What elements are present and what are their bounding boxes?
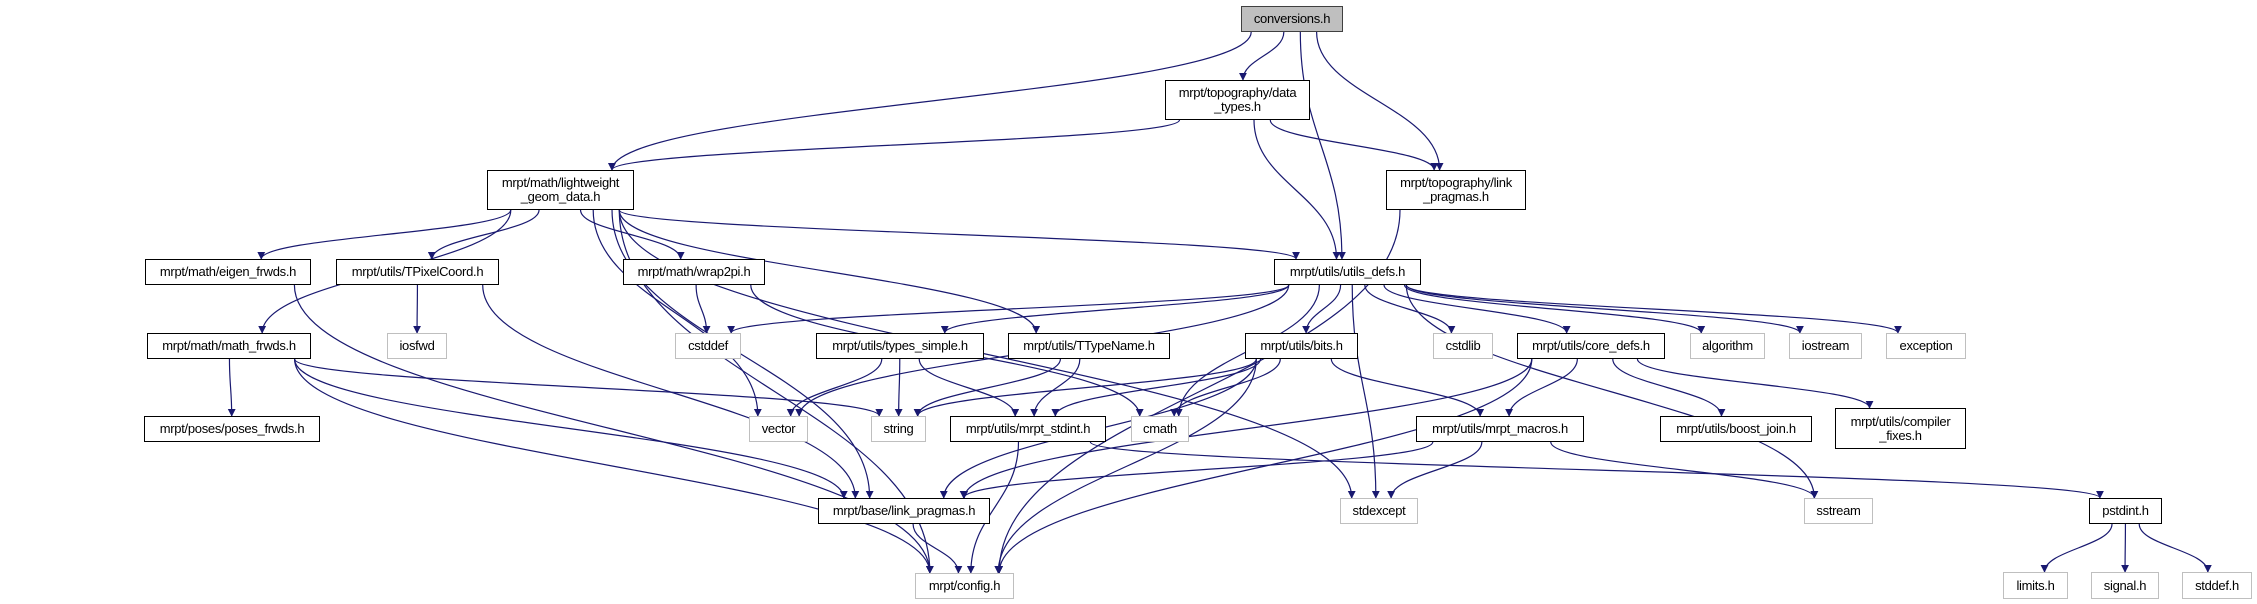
edge-bits-to-cmath	[1170, 358, 1281, 417]
node-base-link[interactable]: mrpt/base/link_pragmas.h	[818, 498, 990, 524]
node-iosfwd: iosfwd	[387, 333, 447, 359]
edge-pstdint-to-stddef	[2138, 523, 2212, 573]
node-conversions[interactable]: conversions.h	[1241, 6, 1343, 32]
node-core-defs[interactable]: mrpt/utils/core_defs.h	[1517, 333, 1665, 359]
edge-conversions-to-lightweight	[608, 31, 1252, 171]
node-signal: signal.h	[2091, 572, 2159, 599]
edge-math-frwds-to-poses-frwds	[227, 358, 236, 417]
edge-lightweight-to-wrap2pi	[579, 209, 685, 260]
edge-lightweight-to-vector	[592, 209, 762, 417]
edge-lightweight-to-utils-defs	[618, 209, 1300, 260]
edge-utils-defs-to-types-simple	[940, 284, 1290, 334]
node-cstdlib: cstdlib	[1433, 333, 1493, 359]
edge-utils-defs-to-algorithm	[1403, 284, 1706, 334]
node-mrpt-stdint[interactable]: mrpt/utils/mrpt_stdint.h	[950, 416, 1106, 442]
edge-bits-to-string	[913, 358, 1257, 417]
edge-data-types-to-link-topo	[1269, 119, 1439, 171]
edge-bits-to-mrpt-stdint	[1051, 358, 1262, 417]
edge-base-link-to-config	[912, 523, 963, 574]
node-utils-defs[interactable]: mrpt/utils/utils_defs.h	[1274, 259, 1421, 285]
node-compiler-fixes[interactable]: mrpt/utils/compiler _fixes.h	[1835, 408, 1966, 449]
edge-mrpt-stdint-to-config	[966, 441, 1020, 574]
node-boost-join[interactable]: mrpt/utils/boost_join.h	[1660, 416, 1812, 442]
node-tpixel[interactable]: mrpt/utils/TPixelCoord.h	[336, 259, 499, 285]
node-wrap2pi[interactable]: mrpt/math/wrap2pi.h	[623, 259, 765, 285]
node-pstdint[interactable]: pstdint.h	[2089, 498, 2162, 524]
node-limits: limits.h	[2003, 572, 2068, 599]
node-math-frwds[interactable]: mrpt/math/math_frwds.h	[147, 333, 311, 359]
node-stddef: stddef.h	[2182, 572, 2252, 599]
edge-ttypename-to-mrpt-stdint	[1030, 358, 1081, 417]
node-config: mrpt/config.h	[915, 573, 1014, 599]
edge-math-frwds-to-base-link	[294, 358, 848, 499]
node-string: string	[871, 416, 926, 442]
edge-wrap2pi-to-cstddef	[695, 284, 711, 334]
edge-types-simple-to-string	[894, 358, 903, 417]
node-eigen[interactable]: mrpt/math/eigen_frwds.h	[145, 259, 311, 285]
edge-lightweight-to-eigen	[257, 209, 512, 260]
edge-utils-defs-to-exception	[1405, 284, 1902, 334]
edge-pstdint-to-limits	[2040, 523, 2113, 573]
node-ttypename[interactable]: mrpt/utils/TTypeName.h	[1008, 333, 1170, 359]
node-types-simple[interactable]: mrpt/utils/types_simple.h	[816, 333, 984, 359]
node-sstream: sstream	[1804, 498, 1873, 524]
edge-conversions-to-link-topo	[1316, 31, 1444, 171]
edge-math-frwds-to-config	[294, 358, 934, 574]
edge-utils-defs-to-sstream	[1405, 284, 1819, 499]
edge-core-defs-to-mrpt-macros	[1505, 358, 1578, 417]
node-data-types[interactable]: mrpt/topography/data _types.h	[1165, 80, 1310, 120]
edge-mrpt-stdint-to-pstdint	[1089, 441, 2104, 499]
edge-data-types-to-utils-defs	[1253, 119, 1341, 260]
edge-bits-to-mrpt-macros	[1330, 358, 1485, 417]
edge-lightweight-to-tpixel	[427, 209, 540, 260]
node-mrpt-macros[interactable]: mrpt/utils/mrpt_macros.h	[1416, 416, 1584, 442]
edge-data-types-to-lightweight	[608, 119, 1181, 171]
edge-utils-defs-to-cstddef	[727, 284, 1290, 334]
node-iostream: iostream	[1789, 333, 1862, 359]
node-cmath: cmath	[1131, 416, 1189, 442]
edge-math-frwds-to-string	[294, 358, 884, 417]
node-vector: vector	[749, 416, 808, 442]
edge-types-simple-to-vector	[786, 358, 883, 417]
node-lightweight[interactable]: mrpt/math/lightweight _geom_data.h	[487, 170, 634, 210]
edge-mrpt-macros-to-stdexcept	[1387, 441, 1483, 499]
edge-types-simple-to-mrpt-stdint	[918, 358, 1020, 417]
edge-utils-defs-to-stdexcept	[1351, 284, 1380, 499]
edge-mrpt-macros-to-sstream	[1550, 441, 1819, 499]
node-cstddef: cstddef	[675, 333, 741, 359]
edge-utils-defs-to-cstdlib	[1364, 284, 1456, 334]
node-bits[interactable]: mrpt/utils/bits.h	[1245, 333, 1358, 359]
node-algorithm: algorithm	[1690, 333, 1765, 359]
edge-core-defs-to-base-link	[960, 358, 1533, 499]
edge-mrpt-macros-to-base-link	[959, 441, 1434, 499]
edge-ttypename-to-string	[913, 358, 1062, 417]
edge-conversions-to-utils-defs	[1299, 31, 1346, 260]
edge-utils-defs-to-bits	[1302, 284, 1342, 334]
edge-core-defs-to-boost-join	[1612, 358, 1726, 417]
node-stdexcept: stdexcept	[1340, 498, 1418, 524]
edge-utils-defs-to-core-defs	[1383, 284, 1571, 334]
node-poses-frwds[interactable]: mrpt/poses/poses_frwds.h	[144, 416, 320, 442]
edge-lightweight-to-ttypename	[618, 209, 1041, 334]
edge-core-defs-to-compiler-fixes	[1636, 358, 1874, 409]
edge-utils-defs-to-iostream	[1405, 284, 1804, 334]
node-link-topo[interactable]: mrpt/topography/link _pragmas.h	[1386, 170, 1526, 210]
edge-conversions-to-data-types	[1238, 31, 1285, 81]
edge-bits-to-config	[994, 358, 1257, 574]
node-exception: exception	[1886, 333, 1966, 359]
